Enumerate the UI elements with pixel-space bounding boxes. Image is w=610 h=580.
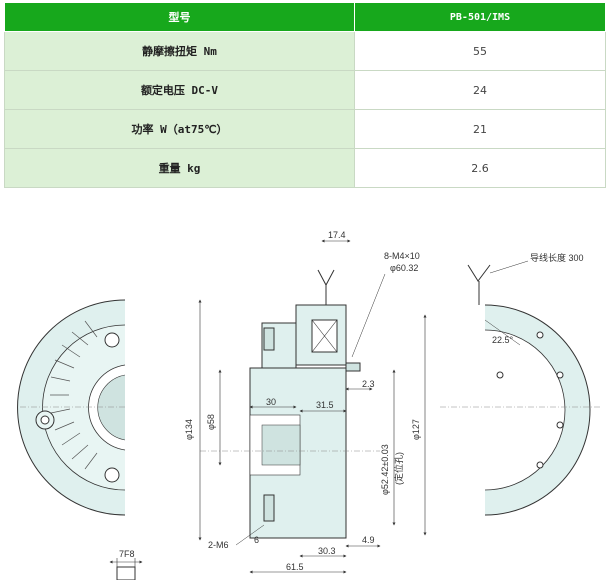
dim-6: 6 [254, 535, 259, 545]
technical-drawing: 7F8 17.4 φ134 φ58 30 31.5 2.3 φ52.42±0.0… [17, 230, 600, 580]
row-value-power: 21 [354, 109, 606, 149]
dim-2-m6: 2-M6 [208, 540, 229, 550]
dim-phi127: φ127 [411, 419, 421, 440]
table-row: 功率 W（at75℃） 21 [4, 109, 606, 149]
row-label-torque: 静摩擦扭矩 Nm [4, 31, 355, 71]
header-model-value: PB-501/IMS [354, 2, 606, 32]
rear-view-right: 22.5° 导线长度 300 [440, 252, 600, 516]
dim-31-5: 31.5 [316, 400, 334, 410]
section-view-center: 17.4 φ134 φ58 30 31.5 2.3 φ52.42±0.03 (定… [184, 230, 427, 574]
row-value-voltage: 24 [354, 70, 606, 110]
table-row: 静摩擦扭矩 Nm 55 [4, 31, 606, 71]
dim-keyway: 7F8 [119, 549, 135, 559]
dim-phi134: φ134 [184, 419, 194, 440]
row-value-weight: 2.6 [354, 148, 606, 188]
dim-pilot: (定位孔) [393, 452, 404, 485]
dim-lead-length: 导线长度 300 [530, 252, 584, 263]
spec-table-header: 型号 PB-501/IMS [4, 2, 606, 32]
row-label-voltage: 额定电压 DC-V [4, 70, 355, 110]
dim-phi58: φ58 [206, 414, 216, 430]
dim-30-3: 30.3 [318, 546, 336, 556]
dim-17-4: 17.4 [328, 230, 346, 240]
dim-30: 30 [266, 397, 276, 407]
row-value-torque: 55 [354, 31, 606, 71]
dim-angle: 22.5° [492, 335, 514, 345]
front-view-left: 7F8 [17, 299, 143, 580]
row-label-weight: 重量 kg [4, 148, 355, 188]
dim-2-3: 2.3 [362, 379, 375, 389]
dim-61-5: 61.5 [286, 562, 304, 572]
table-row: 额定电压 DC-V 24 [4, 70, 606, 110]
header-model: 型号 [4, 2, 355, 32]
row-label-power: 功率 W（at75℃） [4, 109, 355, 149]
dim-pcd: φ60.32 [390, 263, 418, 273]
table-row: 重量 kg 2.6 [4, 148, 606, 188]
dim-bolts: 8-M4×10 [384, 251, 420, 261]
dim-4-9: 4.9 [362, 535, 375, 545]
spec-table: 型号 PB-501/IMS 静摩擦扭矩 Nm 55 额定电压 DC-V 24 功… [4, 2, 606, 188]
dim-phi52-42: φ52.42±0.03 [380, 444, 390, 495]
